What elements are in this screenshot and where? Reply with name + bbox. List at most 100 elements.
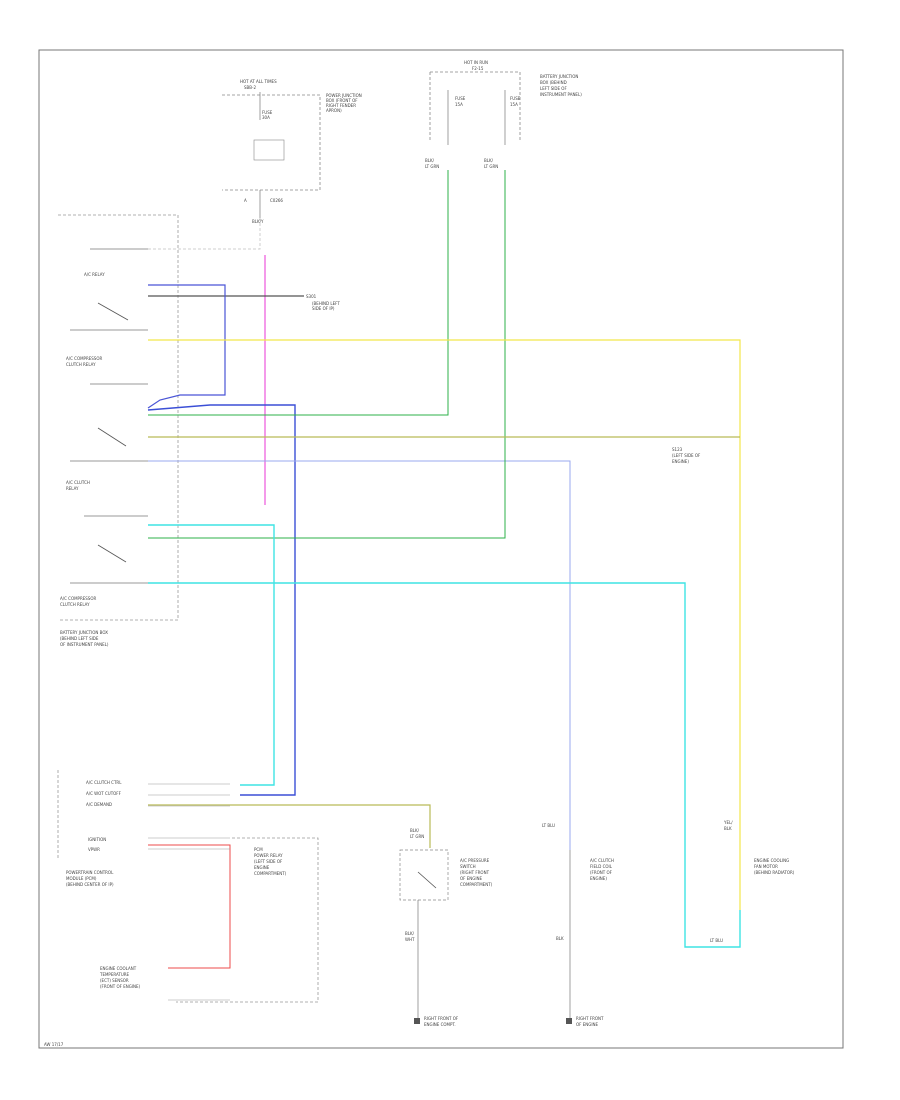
svg-text:A/C CLUTCH CTRL: A/C CLUTCH CTRL [86, 780, 122, 785]
svg-text:ENGINE COOLANT: ENGINE COOLANT [100, 966, 137, 971]
module-box-bottom: PCM POWER RELAY (LEFT SIDE OF ENGINE COM… [99, 837, 319, 1003]
svg-text:BLK/: BLK/ [484, 158, 494, 163]
wire-green-2 [148, 170, 506, 539]
svg-text:RIGHT FRONT OF: RIGHT FRONT OF [424, 1016, 459, 1021]
svg-text:POWERTRAIN CONTROL: POWERTRAIN CONTROL [66, 870, 114, 875]
wire-blue-2 [147, 404, 296, 796]
wire-cyan-1 [148, 524, 275, 786]
svg-text:15A: 15A [510, 102, 518, 107]
svg-text:COMPARTMENT): COMPARTMENT) [460, 882, 493, 887]
svg-text:LT BLU: LT BLU [542, 823, 555, 828]
pcm-connector: A/C CLUTCH CTRL A/C WOT CUTOFF A/C DEMAN… [57, 770, 230, 887]
svg-text:SIDE OF IP): SIDE OF IP) [312, 306, 335, 311]
svg-text:S301: S301 [306, 294, 317, 299]
svg-text:YEL/: YEL/ [723, 820, 733, 825]
svg-text:(FRONT OF ENGINE): (FRONT OF ENGINE) [100, 984, 141, 989]
svg-text:APRON): APRON) [326, 108, 342, 113]
svg-text:(BEHIND RADIATOR): (BEHIND RADIATOR) [754, 870, 795, 875]
svg-text:BLK/: BLK/ [410, 828, 420, 833]
svg-text:ENGINE: ENGINE [254, 865, 270, 870]
svg-text:LT GRN: LT GRN [410, 834, 424, 839]
svg-text:(BEHIND LEFT: (BEHIND LEFT [312, 301, 340, 306]
fuse-block-right: HOT IN RUN F2-15 BATTERY JUNCTION BOX (B… [425, 60, 582, 169]
svg-text:LT GRN: LT GRN [484, 164, 498, 169]
ac-clutch: LT BLU A/C CLUTCH FIELD COIL (FRONT OF E… [542, 823, 614, 1027]
fuse-block-left: HOT AT ALL TIMES SBB-2 FUSE 30A POWER JU… [222, 79, 362, 224]
svg-text:FUSE: FUSE [510, 96, 521, 101]
svg-text:BLK/Y: BLK/Y [252, 219, 264, 224]
page-code: AW 17/17 [44, 1042, 64, 1047]
svg-text:(FRONT OF: (FRONT OF [590, 870, 613, 875]
svg-text:SWITCH: SWITCH [460, 864, 476, 869]
svg-text:(LEFT SIDE OF: (LEFT SIDE OF [672, 453, 701, 458]
svg-text:BATTERY JUNCTION: BATTERY JUNCTION [540, 74, 578, 79]
svg-text:SBB-2: SBB-2 [244, 85, 256, 90]
svg-text:TEMPERATURE: TEMPERATURE [99, 972, 130, 977]
wire-blue-1 [147, 284, 226, 409]
svg-text:ENGINE COMPT.: ENGINE COMPT. [424, 1022, 456, 1027]
svg-text:MODULE (PCM): MODULE (PCM) [66, 876, 97, 881]
svg-text:BLK/: BLK/ [405, 931, 415, 936]
svg-text:A/C COMPRESSOR: A/C COMPRESSOR [66, 356, 102, 361]
svg-text:BATTERY JUNCTION BOX: BATTERY JUNCTION BOX [60, 630, 108, 635]
cooling-fan: YEL/ BLK ENGINE COOLING FAN MOTOR (BEHIN… [710, 820, 795, 943]
svg-text:HOT AT ALL TIMES: HOT AT ALL TIMES [240, 79, 277, 84]
svg-text:FUSE: FUSE [455, 96, 466, 101]
wire-red [148, 844, 231, 969]
svg-text:A/C CLUTCH: A/C CLUTCH [590, 858, 614, 863]
svg-text:A/C WOT CUTOFF: A/C WOT CUTOFF [86, 791, 122, 796]
svg-text:BOX (FRONT OF: BOX (FRONT OF [326, 98, 358, 103]
svg-text:BLK: BLK [556, 936, 564, 941]
svg-text:(ECT) SENSOR: (ECT) SENSOR [100, 978, 129, 983]
svg-text:FIELD COIL: FIELD COIL [590, 864, 613, 869]
wire-blue-light [148, 460, 571, 850]
svg-text:LT GRN: LT GRN [425, 164, 439, 169]
wire-yellow [148, 339, 741, 910]
svg-text:WHT: WHT [405, 937, 415, 942]
svg-text:(RIGHT FRONT: (RIGHT FRONT [460, 870, 490, 875]
wire-white [148, 218, 261, 250]
svg-text:FAN MOTOR: FAN MOTOR [754, 864, 778, 869]
svg-text:RIGHT FRONT: RIGHT FRONT [576, 1016, 604, 1021]
diagram-frame [38, 49, 844, 1049]
svg-text:ENGINE): ENGINE) [590, 876, 607, 881]
svg-text:(BEHIND LEFT SIDE: (BEHIND LEFT SIDE [60, 636, 99, 641]
svg-text:OF INSTRUMENT PANEL): OF INSTRUMENT PANEL) [60, 642, 109, 647]
svg-text:CLUTCH RELAY: CLUTCH RELAY [60, 602, 90, 607]
svg-text:VPWR: VPWR [88, 847, 100, 852]
svg-text:30A: 30A [262, 115, 270, 120]
svg-text:FUSE: FUSE [262, 110, 273, 115]
svg-text:IGNITION: IGNITION [88, 837, 106, 842]
svg-text:RIGHT FENDER: RIGHT FENDER [326, 103, 356, 108]
svg-text:A/C DEMAND: A/C DEMAND [86, 802, 112, 807]
svg-text:ENGINE): ENGINE) [672, 459, 689, 464]
wire-cyan-2 [148, 582, 741, 948]
svg-text:BLK: BLK [724, 826, 732, 831]
svg-text:BOX (BEHIND: BOX (BEHIND [540, 80, 567, 85]
svg-text:POWER JUNCTION: POWER JUNCTION [326, 93, 362, 98]
svg-text:OF ENGINE: OF ENGINE [460, 876, 483, 881]
svg-text:PCM: PCM [254, 847, 263, 852]
relay-module-box: A/C RELAY A/C COMPRESSOR CLUTCH RELAY A/… [58, 214, 179, 647]
svg-text:A/C COMPRESSOR: A/C COMPRESSOR [60, 596, 96, 601]
svg-text:HOT IN RUN: HOT IN RUN [464, 60, 488, 65]
svg-text:POWER RELAY: POWER RELAY [254, 853, 283, 858]
svg-text:A/C CLUTCH: A/C CLUTCH [66, 480, 90, 485]
svg-text:ENGINE COOLING: ENGINE COOLING [754, 858, 789, 863]
svg-text:S123: S123 [672, 447, 683, 452]
svg-text:RELAY: RELAY [66, 486, 79, 491]
ac-pressure-switch: BLK/ LT GRN A/C PRESSURE SWITCH (RIGHT F… [399, 828, 493, 1027]
svg-text:A/C RELAY: A/C RELAY [84, 272, 105, 277]
svg-text:COMPARTMENT): COMPARTMENT) [254, 871, 287, 876]
svg-text:(LEFT SIDE OF: (LEFT SIDE OF [254, 859, 283, 864]
svg-text:15A: 15A [455, 102, 463, 107]
wire-green-1 [148, 170, 449, 416]
svg-text:LEFT SIDE OF: LEFT SIDE OF [540, 86, 567, 91]
svg-text:A/C PRESSURE: A/C PRESSURE [460, 858, 490, 863]
svg-text:INSTRUMENT PANEL): INSTRUMENT PANEL) [540, 92, 582, 97]
svg-text:(BEHIND CENTER OF IP): (BEHIND CENTER OF IP) [66, 882, 114, 887]
svg-text:F2-15: F2-15 [472, 66, 484, 71]
svg-text:C0266: C0266 [270, 198, 283, 203]
svg-text:LT BLU: LT BLU [710, 938, 723, 943]
